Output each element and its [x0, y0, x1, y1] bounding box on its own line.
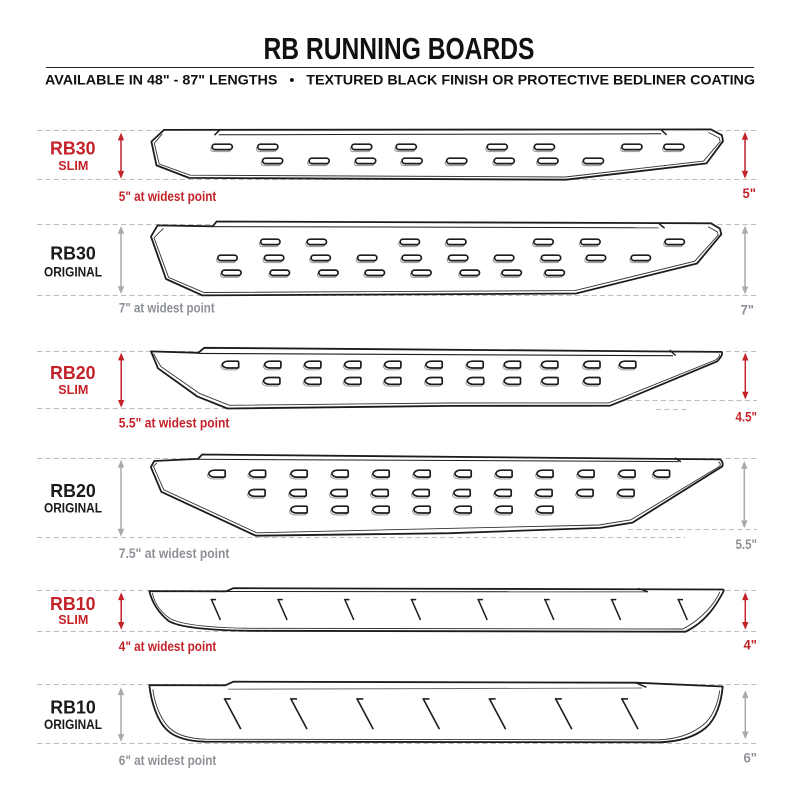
svg-text:7" at widest point: 7" at widest point: [119, 300, 215, 316]
svg-text:6" at widest point: 6" at widest point: [119, 752, 217, 768]
svg-text:RB10: RB10: [50, 697, 96, 718]
svg-text:5": 5": [743, 186, 757, 201]
svg-text:4" at widest point: 4" at widest point: [119, 638, 217, 654]
svg-text:RB RUNNING BOARDS: RB RUNNING BOARDS: [264, 31, 535, 66]
svg-text:ORIGINAL: ORIGINAL: [44, 265, 102, 280]
svg-text:4": 4": [744, 638, 758, 653]
svg-text:5" at widest point: 5" at widest point: [119, 188, 217, 204]
svg-text:RB30: RB30: [50, 243, 96, 264]
svg-text:7.5" at widest point: 7.5" at widest point: [119, 545, 230, 561]
svg-text:RB10: RB10: [50, 593, 96, 614]
svg-text:SLIM: SLIM: [58, 612, 88, 627]
svg-text:4.5": 4.5": [736, 410, 758, 425]
svg-text:ORIGINAL: ORIGINAL: [44, 717, 102, 732]
svg-text:6": 6": [744, 751, 758, 766]
svg-text:RB20: RB20: [50, 362, 96, 383]
svg-text:SLIM: SLIM: [58, 382, 88, 397]
svg-text:7": 7": [741, 303, 755, 318]
svg-text:AVAILABLE IN 48" - 87" LENGTHS: AVAILABLE IN 48" - 87" LENGTHS • TEXTURE…: [45, 72, 755, 87]
svg-text:ORIGINAL: ORIGINAL: [44, 500, 102, 515]
svg-text:SLIM: SLIM: [58, 158, 88, 173]
svg-text:5.5": 5.5": [736, 537, 758, 552]
svg-text:RB30: RB30: [50, 138, 96, 159]
svg-text:5.5" at widest point: 5.5" at widest point: [119, 415, 230, 431]
svg-text:RB20: RB20: [50, 480, 96, 501]
